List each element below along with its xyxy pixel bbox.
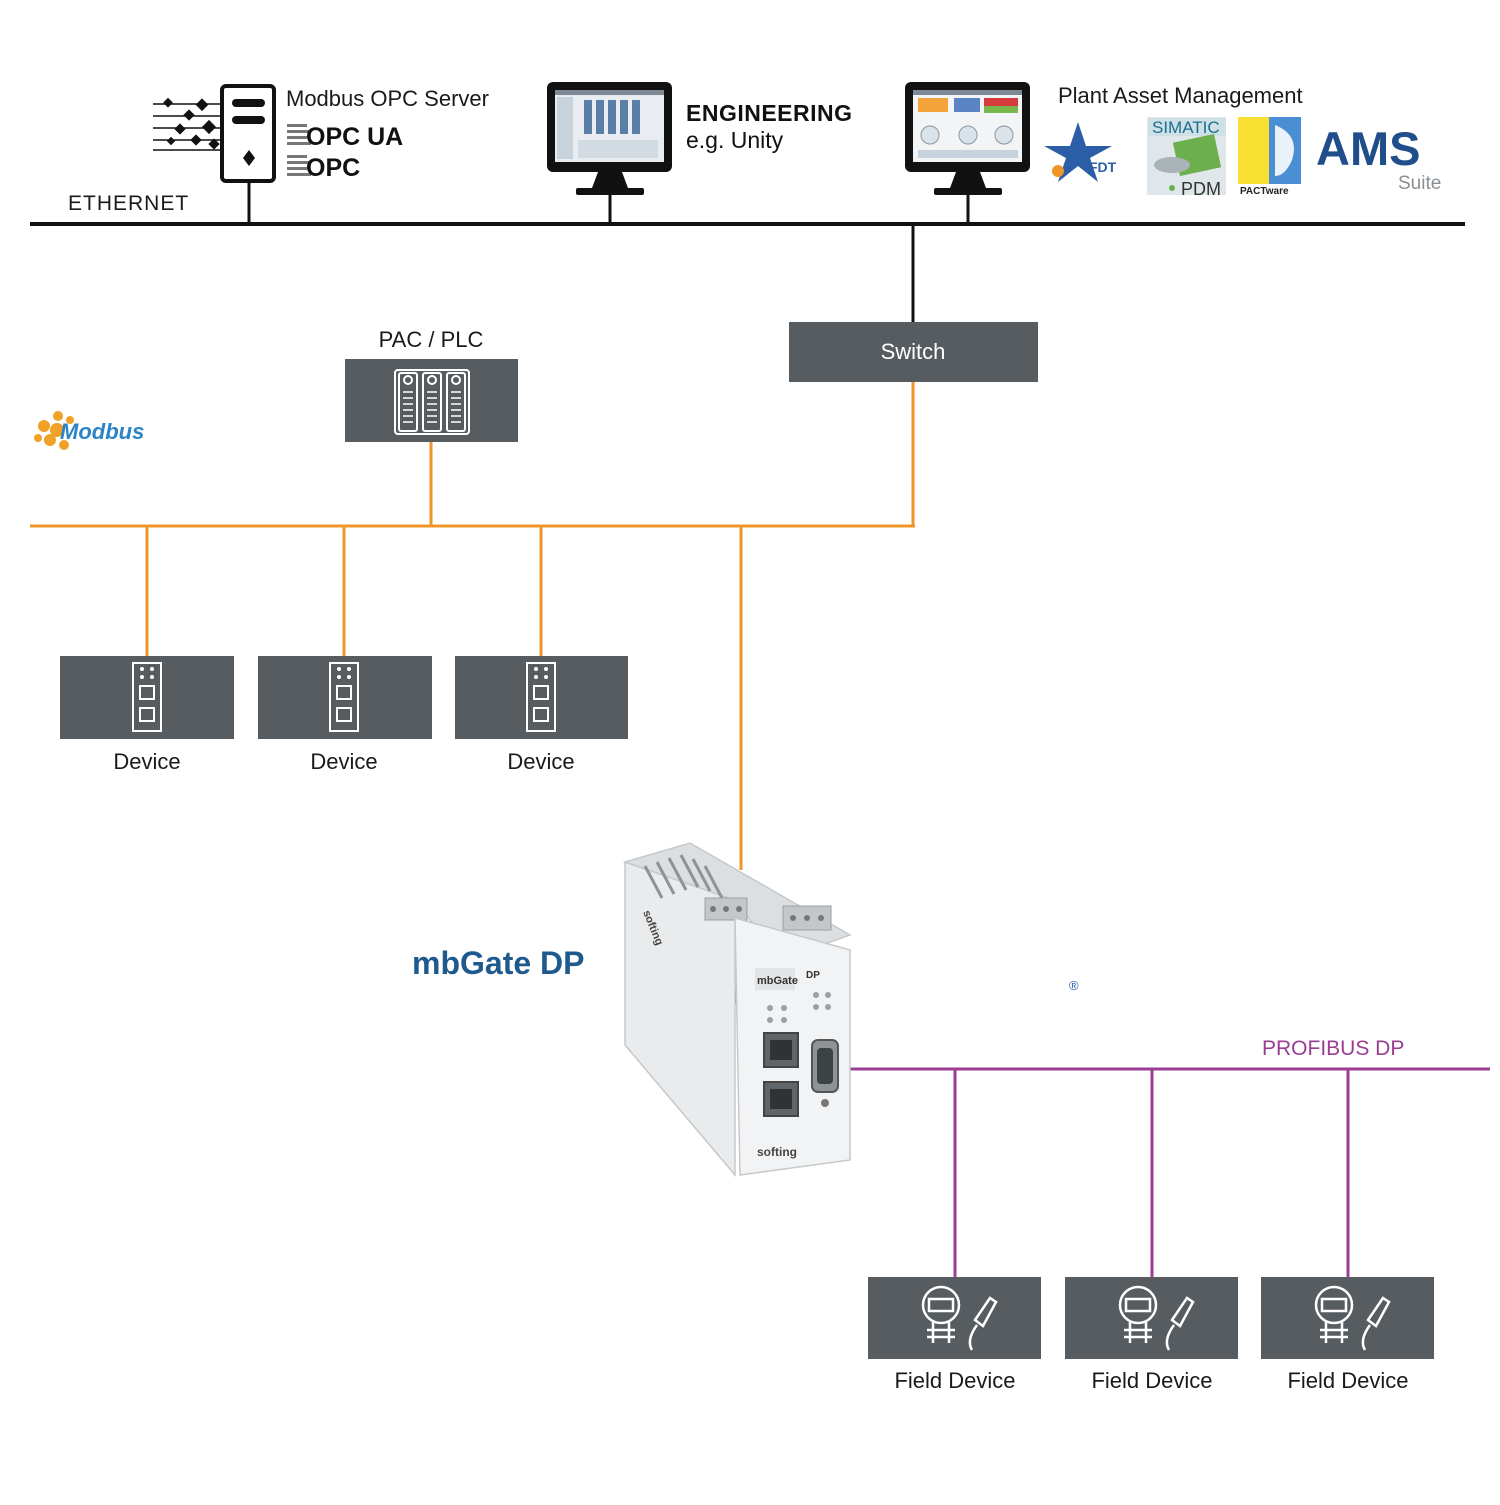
opc-server-node: Modbus OPC Server OPC UA OPC <box>153 84 489 183</box>
monitor-icon <box>905 82 1030 195</box>
profibus-bus <box>830 1067 1490 1277</box>
switch-box <box>789 322 1038 382</box>
ams-suite-logo: AMS Suite <box>1316 122 1441 194</box>
field-device-label: Field Device <box>894 1368 1015 1393</box>
simatic-pdm-logo: SIMATIC PDM <box>1147 117 1226 199</box>
opc-ua-logo: OPC UA <box>287 123 403 151</box>
device-box <box>455 656 628 739</box>
opc-server-title: Modbus OPC Server <box>286 86 489 111</box>
ethernet-bus: ETHERNET <box>30 180 1465 322</box>
field-device-1: Field Device <box>868 1277 1041 1393</box>
device-box <box>258 656 432 739</box>
gateway-device-port: DP <box>806 970 820 981</box>
pactware-logo: PACTware <box>1238 117 1301 197</box>
plc-rack-icon <box>394 369 470 435</box>
gateway-brand: softing <box>757 1145 797 1159</box>
field-device-label: Field Device <box>1287 1368 1408 1393</box>
modbus-device-3: Device <box>455 656 628 774</box>
profibus-logo-bottom: BUS <box>980 1014 1028 1030</box>
gateway-hardware-icon: mbGate DP softing softing <box>622 842 852 1178</box>
device-label: Device <box>310 749 377 774</box>
field-device-3: Field Device <box>1261 1277 1434 1393</box>
field-transmitter-icon <box>1314 1285 1391 1351</box>
field-transmitter-icon <box>1118 1285 1195 1351</box>
fdt-logo-text: FDT <box>1089 159 1117 175</box>
ethernet-label: ETHERNET <box>68 192 189 215</box>
opc-logo: OPC <box>287 154 360 182</box>
device-module-icon <box>526 662 556 732</box>
device-module-icon <box>132 662 162 732</box>
asset-management-title: Plant Asset Management <box>1058 83 1303 108</box>
plc-box <box>345 359 518 442</box>
gateway-device-name: mbGate <box>757 975 798 987</box>
device-label: Device <box>507 749 574 774</box>
field-device-2: Field Device <box>1065 1277 1238 1393</box>
modbus-bus <box>30 382 915 870</box>
data-stream-icon <box>153 97 222 151</box>
engineering-node: ENGINEERING e.g. Unity <box>547 82 853 195</box>
engineering-subtitle: e.g. Unity <box>686 127 784 153</box>
profibus-registered-mark: ® <box>1069 978 1079 993</box>
device-box <box>60 656 234 739</box>
engineering-title: ENGINEERING <box>686 100 853 126</box>
profibus-logo-top: PROFI <box>978 988 1051 1004</box>
ams-logo-text: AMS <box>1316 122 1420 175</box>
device-label: Device <box>113 749 180 774</box>
field-device-label: Field Device <box>1091 1368 1212 1393</box>
switch-label: Switch <box>881 339 946 364</box>
opc-logo-text: OPC <box>306 154 360 182</box>
profibus-label: PROFIBUS DP <box>1262 1037 1404 1060</box>
switch-node: Switch <box>789 322 1038 382</box>
server-tower-icon <box>220 84 276 183</box>
ams-suite-logo-text: Suite <box>1398 173 1441 194</box>
plc-label: PAC / PLC <box>379 327 484 352</box>
plc-node: PAC / PLC <box>345 327 518 442</box>
asset-management-node: Plant Asset Management FDT SIMATIC PDM P… <box>905 82 1441 199</box>
fdt-logo: FDT <box>1044 122 1117 182</box>
modbus-device-1: Device <box>60 656 234 774</box>
device-module-icon <box>329 662 359 732</box>
gateway-title: mbGate DP <box>412 945 584 981</box>
monitor-icon <box>547 82 672 195</box>
field-transmitter-icon <box>921 1285 998 1351</box>
modbus-logo: Modbus <box>34 411 144 450</box>
opc-ua-logo-text: OPC UA <box>306 123 403 151</box>
pdm-logo-text: PDM <box>1181 179 1221 199</box>
simatic-logo-text: SIMATIC <box>1152 118 1220 137</box>
modbus-device-2: Device <box>258 656 432 774</box>
pactware-logo-text: PACTware <box>1240 186 1289 197</box>
modbus-logo-text: Modbus <box>60 419 144 444</box>
